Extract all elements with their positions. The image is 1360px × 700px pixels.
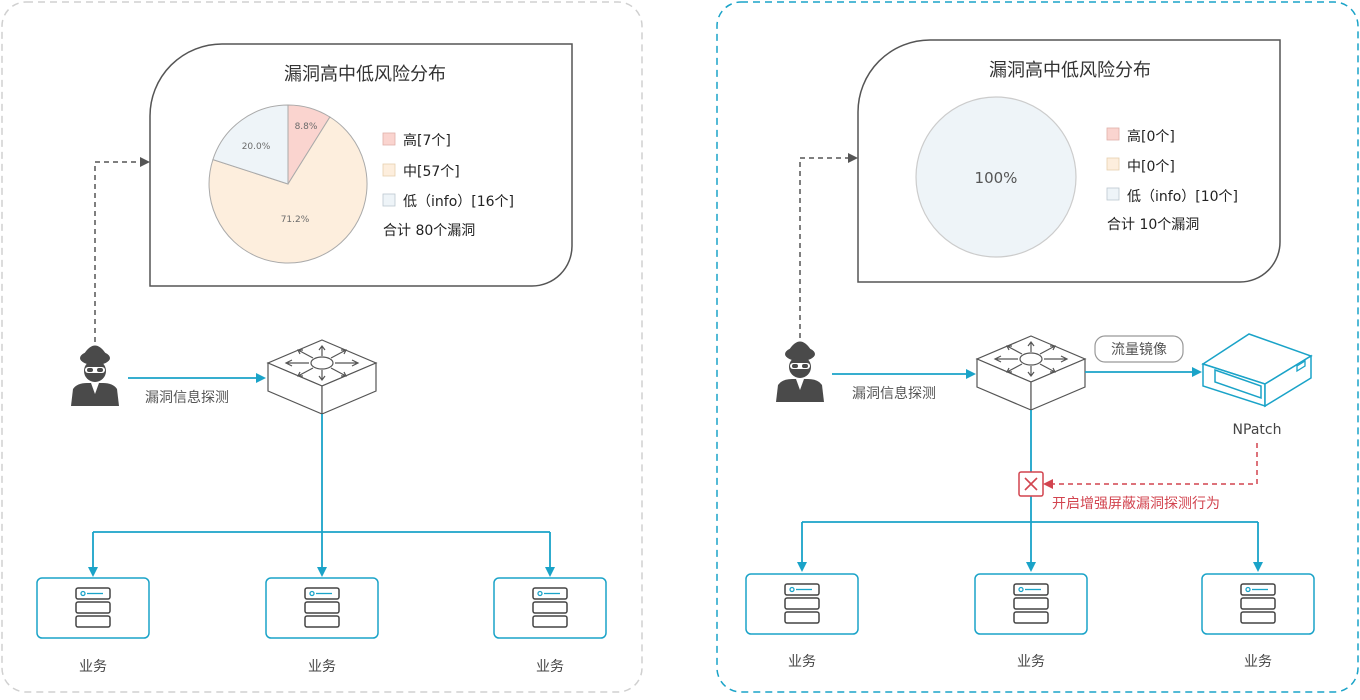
block-arrow [1043, 443, 1258, 489]
left-panel-frame [1, 1, 643, 693]
legend-item-medium: 中[57个] [403, 164, 460, 180]
left-chart-title: 漏洞高中低风险分布 [284, 64, 446, 85]
left-service-label-2: 业务 [308, 659, 336, 675]
legend-swatch-medium [1106, 157, 1120, 171]
legend-swatch-low [1106, 187, 1120, 201]
pie-label-medium: 71.2% [281, 215, 310, 225]
server-icon [493, 577, 607, 639]
pie-label-low: 20.0% [242, 142, 271, 152]
switch-icon [267, 339, 377, 415]
left-legend: 高[7个] 中[57个] 低（info）[16个] 合计 80个漏洞 [382, 132, 514, 239]
left-distribution-lines [88, 414, 555, 577]
legend-item-low: 低（info）[10个] [1127, 189, 1238, 205]
right-legend: 高[0个] 中[0个] 低（info）[10个] 合计 10个漏洞 [1106, 127, 1238, 233]
npatch-device-icon [1202, 333, 1312, 407]
switch-icon [976, 335, 1086, 411]
server-icon [974, 573, 1088, 635]
server-icon [36, 577, 150, 639]
legend-total: 合计 80个漏洞 [383, 223, 475, 239]
legend-item-high: 高[0个] [1127, 128, 1175, 145]
right-distribution-lines [797, 410, 1263, 572]
pie-slice-low [915, 96, 1077, 258]
legend-total: 合计 10个漏洞 [1107, 217, 1199, 233]
legend-swatch-high [1106, 127, 1120, 141]
pie-slice-medium [208, 116, 368, 264]
hacker-icon [71, 345, 119, 406]
server-icon [265, 577, 379, 639]
right-report-arrow [799, 153, 858, 338]
right-service-label-2: 业务 [1017, 654, 1045, 670]
left-pie-chart: 8.8% 71.2% 20.0% [208, 104, 368, 264]
server-icon [745, 573, 859, 635]
pie-label-high: 8.8% [295, 122, 318, 132]
left-report-arrow [94, 157, 150, 342]
right-pie-chart: 100% [915, 96, 1077, 258]
pie-label-low: 100% [975, 169, 1018, 187]
npatch-label: NPatch [1233, 422, 1282, 438]
block-x-icon [1018, 471, 1044, 497]
right-panel-frame [716, 1, 1359, 693]
legend-item-high: 高[7个] [403, 132, 451, 149]
pie-slice-low [212, 104, 289, 185]
mirror-badge [1094, 335, 1184, 363]
left-probe-label: 漏洞信息探测 [145, 389, 229, 406]
hacker-icon [776, 341, 824, 402]
right-service-label-1: 业务 [788, 654, 816, 670]
legend-swatch-medium [382, 163, 396, 177]
right-probe-label: 漏洞信息探测 [852, 385, 936, 402]
right-service-label-3: 业务 [1244, 654, 1272, 670]
legend-swatch-low [382, 193, 396, 207]
legend-swatch-high [382, 132, 396, 146]
block-label: 开启增强屏蔽漏洞探测行为 [1052, 496, 1220, 512]
left-service-label-1: 业务 [79, 659, 107, 675]
legend-item-low: 低（info）[16个] [403, 194, 514, 210]
right-chart-title: 漏洞高中低风险分布 [989, 60, 1151, 81]
left-service-label-3: 业务 [536, 659, 564, 675]
legend-item-medium: 中[0个] [1127, 159, 1175, 175]
server-icon [1201, 573, 1315, 635]
mirror-label: 流量镜像 [1111, 342, 1167, 358]
